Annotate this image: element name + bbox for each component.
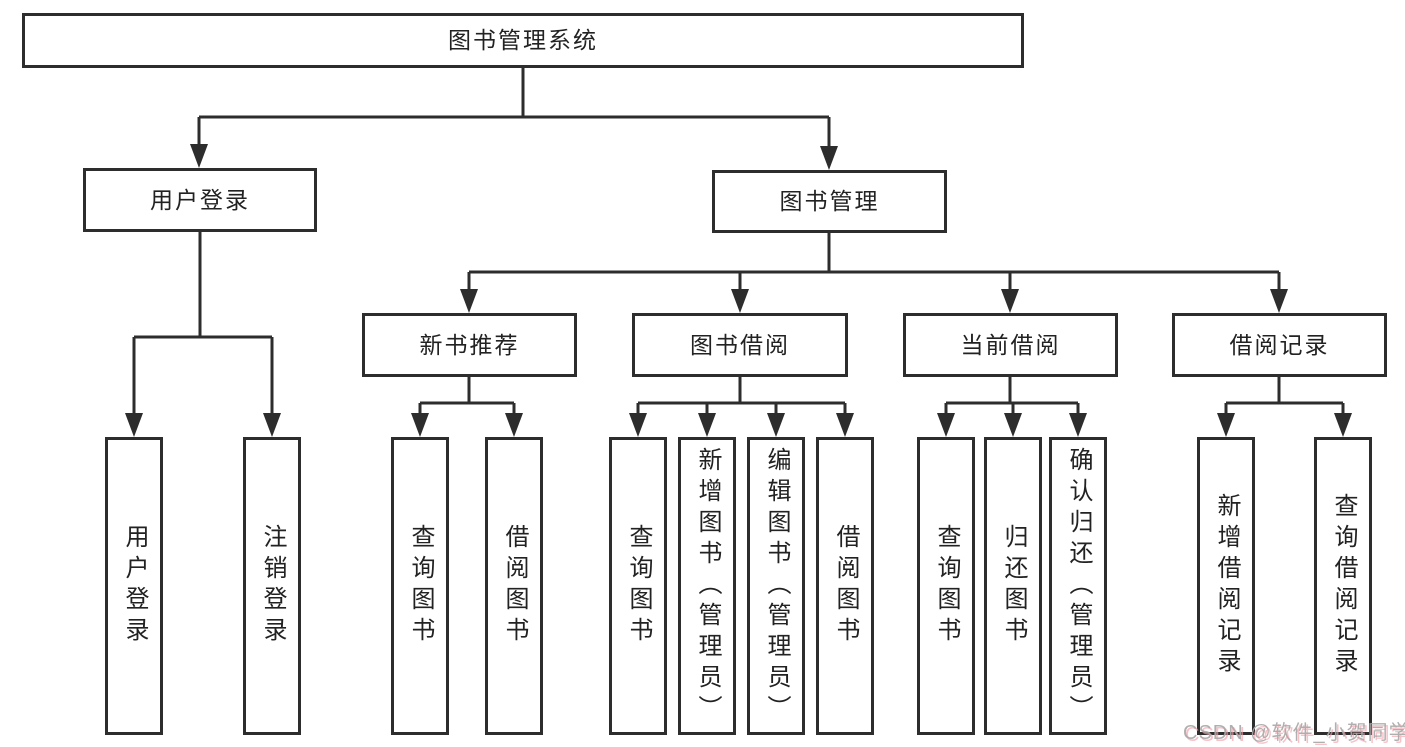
leaf-borrow-books-recommend: 借阅图书: [485, 437, 543, 735]
node-label: 借阅记录: [1229, 331, 1330, 358]
leaf-edit-books-admin: 编辑图书（管理员）: [747, 437, 805, 735]
csdn-watermark: CSDN @软件_小贺同学: [1183, 722, 1405, 744]
leaf-query-books-recommend: 查询图书: [391, 437, 449, 735]
leaf-add-borrowing-record: 新增借阅记录: [1197, 437, 1255, 735]
leaf-confirm-return-admin: 确认归还（管理员）: [1049, 437, 1107, 735]
leaf-query-books-current: 查询图书: [917, 437, 975, 735]
node-borrowing-records: 借阅记录: [1172, 313, 1387, 377]
leaf-logout-login: 注销登录: [243, 437, 301, 735]
leaf-query-books-borrowing: 查询图书: [609, 437, 667, 735]
node-book-management: 图书管理: [712, 170, 947, 233]
node-current-borrowing: 当前借阅: [903, 313, 1118, 377]
node-label: 新书推荐: [419, 331, 520, 358]
leaf-borrow-books-borrowing: 借阅图书: [816, 437, 874, 735]
node-label: 用户登录: [150, 186, 250, 213]
leaf-query-borrowing-record: 查询借阅记录: [1314, 437, 1372, 735]
node-new-book-recommend: 新书推荐: [362, 313, 577, 377]
leaf-return-books: 归还图书: [984, 437, 1042, 735]
node-label: 当前借阅: [960, 331, 1061, 358]
node-label: 图书管理系统: [448, 27, 598, 53]
node-user-login: 用户登录: [83, 168, 317, 232]
leaf-add-books-admin: 新增图书（管理员）: [678, 437, 736, 735]
node-label: 图书管理: [779, 188, 880, 214]
node-label: 图书借阅: [690, 331, 790, 358]
node-book-borrowing: 图书借阅: [632, 313, 848, 377]
node-library-management-system: 图书管理系统: [22, 13, 1024, 68]
leaf-user-login: 用户登录: [105, 437, 163, 735]
